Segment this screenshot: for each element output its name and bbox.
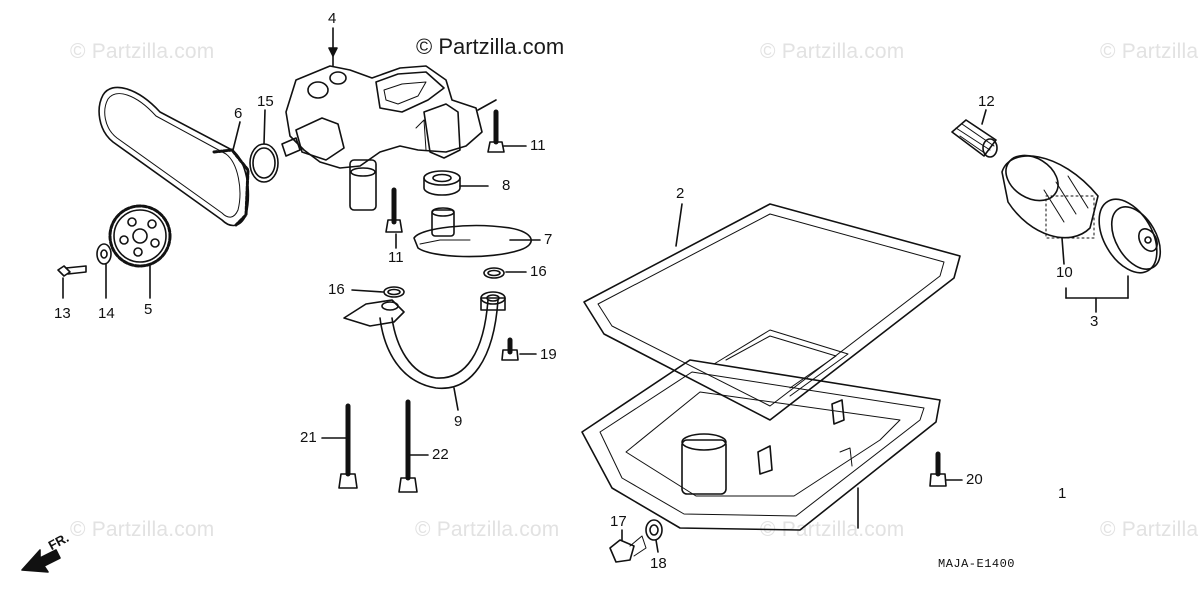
oil-pipe xyxy=(343,291,506,390)
flange-bolt xyxy=(487,109,505,153)
oil-seal xyxy=(423,170,461,196)
leader-line xyxy=(477,99,497,111)
oil-pan xyxy=(581,359,941,531)
long-bolt xyxy=(398,399,418,493)
callout-6: 6 xyxy=(234,105,243,122)
callout-7: 7 xyxy=(544,231,553,248)
o-ring xyxy=(383,286,405,298)
diagram-code: MAJA-E1400 xyxy=(938,557,1016,571)
flange-bolt xyxy=(57,265,87,277)
callout-3: 3 xyxy=(1090,313,1099,330)
callout-20: 20 xyxy=(966,471,983,488)
watermark: © Partzilla.com xyxy=(70,40,215,63)
flange-bolt xyxy=(385,187,403,233)
callout-11: 11 xyxy=(530,137,546,154)
callout-18: 18 xyxy=(650,555,667,572)
watermark: © Partzilla.com xyxy=(760,40,905,63)
partzilla-watermark: © Partzilla.com xyxy=(416,34,565,59)
leader-line xyxy=(655,539,659,553)
callout-17: 17 xyxy=(610,513,627,530)
callout-5: 5 xyxy=(144,301,153,318)
flange-bolt xyxy=(929,451,947,487)
o-ring xyxy=(483,267,505,279)
callout-12: 12 xyxy=(978,93,995,110)
front-direction-arrow xyxy=(21,549,61,573)
callout-22: 22 xyxy=(432,446,449,463)
leader-line xyxy=(351,289,384,293)
oil-pump-chain xyxy=(98,86,250,227)
callout-14: 14 xyxy=(98,305,115,322)
leader-line xyxy=(232,121,241,151)
watermark: © Partzilla.com xyxy=(70,518,215,541)
callout-4: 4 xyxy=(328,10,337,27)
drain-bolt xyxy=(609,535,647,563)
leader-line xyxy=(453,387,459,411)
watermark: © Partzilla.com xyxy=(1100,40,1200,63)
watermark: © Partzilla.com xyxy=(415,518,560,541)
watermark: © Partzilla.com xyxy=(760,518,905,541)
callout-9: 9 xyxy=(454,413,463,430)
oil-filter-boss xyxy=(951,119,998,158)
callout-10: 10 xyxy=(1056,264,1073,281)
callout-13: 13 xyxy=(54,305,71,322)
leader-line xyxy=(675,203,683,247)
oil-strainer xyxy=(413,207,532,258)
leader-arrow xyxy=(328,47,338,57)
oil-filter xyxy=(1098,198,1162,274)
oil-filter-cartridge xyxy=(1001,154,1099,239)
oil-pan-gasket xyxy=(583,203,961,421)
leader-line xyxy=(1061,237,1065,265)
callout-2: 2 xyxy=(676,185,685,202)
long-bolt xyxy=(338,403,358,489)
washer xyxy=(96,243,112,265)
callout-21: 21 xyxy=(300,429,317,446)
callout-1: 1 xyxy=(1058,485,1067,502)
leader-line xyxy=(263,109,266,145)
callout-19: 19 xyxy=(540,346,557,363)
callout-8: 8 xyxy=(502,177,511,194)
o-ring xyxy=(249,143,279,183)
watermark: © Partzilla.com xyxy=(1100,518,1200,541)
callout-15: 15 xyxy=(257,93,274,110)
leader-line xyxy=(981,109,987,125)
oil-pump-sprocket xyxy=(108,204,172,268)
oil-pump-assembly xyxy=(281,65,483,211)
callout-16: 16 xyxy=(328,281,345,298)
sealing-washer xyxy=(645,519,663,541)
callout-16: 16 xyxy=(530,263,547,280)
callout-11: 11 xyxy=(388,249,404,266)
flange-bolt xyxy=(501,337,519,361)
